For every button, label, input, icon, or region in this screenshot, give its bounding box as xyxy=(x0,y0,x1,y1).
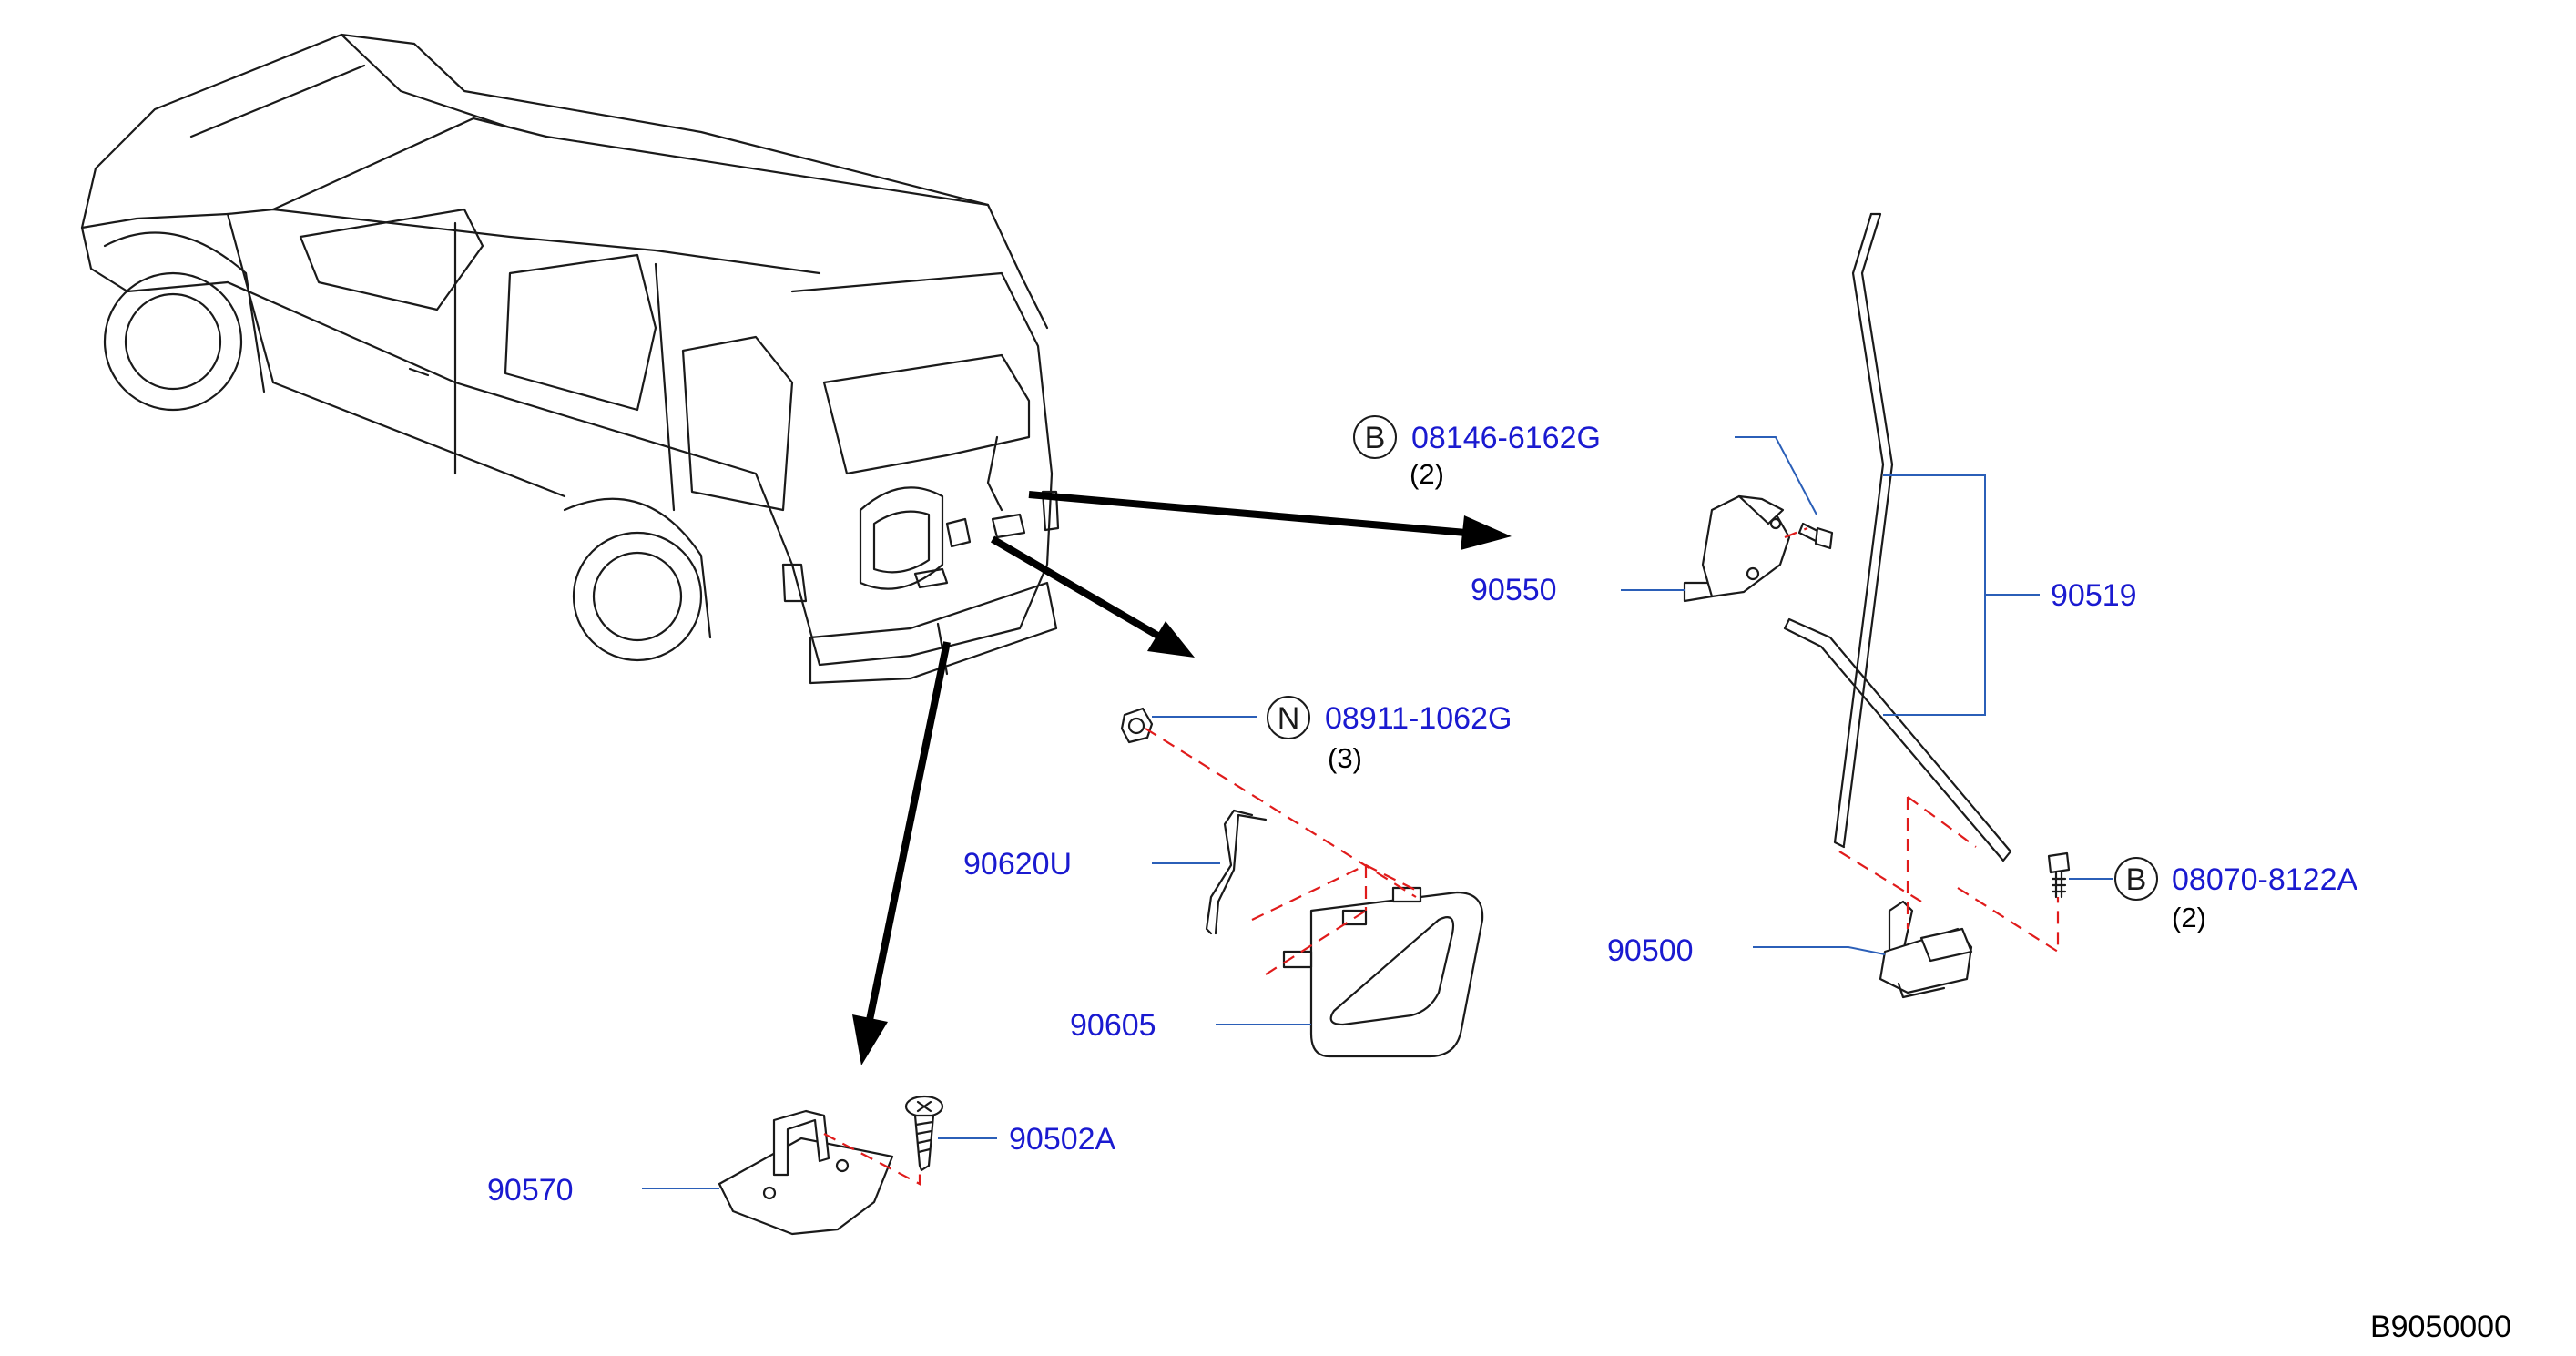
dash-latch-bolt xyxy=(1784,526,1808,539)
quantity-08146: (2) xyxy=(1410,458,1444,490)
bolt-08146 xyxy=(1797,522,1834,550)
nut-08911 xyxy=(1120,707,1154,744)
part-number-90519[interactable]: 90519 xyxy=(2051,578,2137,613)
lock-rods xyxy=(1783,212,2012,862)
label-08911[interactable]: N 08911-1062G (3) xyxy=(1267,696,1512,774)
label-08070[interactable]: B 08070-8122A (2) xyxy=(2114,857,2358,933)
label-08146[interactable]: B 08146-6162G (2) xyxy=(1353,415,1601,490)
callout-letter-b-08146: B xyxy=(1365,421,1386,455)
arrow-to-striker xyxy=(866,641,951,1021)
dash-actuator-rods xyxy=(1838,796,2060,954)
part-number-90500[interactable]: 90500 xyxy=(1607,933,1694,968)
bolt-08070 xyxy=(2047,851,2071,899)
figure-code: B9050000 xyxy=(2370,1310,2511,1344)
part-number-90620U[interactable]: 90620U xyxy=(963,847,1072,882)
callout-circle-n-08911 xyxy=(1267,696,1310,739)
dash-striker-screw xyxy=(823,1133,921,1186)
vehicle-outline xyxy=(80,33,1060,685)
dash-handle-frame xyxy=(1251,863,1421,975)
part-number-08911[interactable]: 08911-1062G xyxy=(1325,701,1512,736)
part-number-90550[interactable]: 90550 xyxy=(1471,573,1557,607)
leader-90519 xyxy=(1883,474,2040,716)
callout-arrows xyxy=(852,491,1512,1065)
latch-bracket-90550 xyxy=(1683,494,1791,603)
dash-nut-handle xyxy=(1145,728,1417,898)
arrow-to-latch xyxy=(1028,491,1467,536)
outside-handle-90605 xyxy=(1282,886,1484,1058)
screw-90502A xyxy=(904,1095,944,1172)
callout-letter-n-08911: N xyxy=(1278,701,1300,736)
quantity-08911: (3) xyxy=(1328,742,1362,774)
assembly-lines xyxy=(823,526,2060,1186)
part-number-90570[interactable]: 90570 xyxy=(487,1173,574,1208)
arrowhead-striker xyxy=(852,1014,888,1065)
leader-90500 xyxy=(1753,946,1886,955)
part-number-08070[interactable]: 08070-8122A xyxy=(2172,862,2358,897)
callout-letter-b-08070: B xyxy=(2126,862,2147,897)
lock-actuator-90500 xyxy=(1879,900,1973,999)
callout-circle-b-08146 xyxy=(1353,415,1397,459)
arrow-to-handle xyxy=(990,535,1164,641)
striker-90570 xyxy=(718,1109,894,1236)
part-number-08146[interactable]: 08146-6162G xyxy=(1411,421,1601,455)
part-number-90502A[interactable]: 90502A xyxy=(1009,1122,1116,1157)
leader-lines xyxy=(642,436,2113,1189)
arrowhead-handle xyxy=(1147,621,1195,658)
leader-08146 xyxy=(1735,436,1817,515)
rod-90620U xyxy=(1205,809,1268,935)
quantity-08070: (2) xyxy=(2172,902,2206,933)
part-number-90605[interactable]: 90605 xyxy=(1070,1008,1156,1043)
arrowhead-latch xyxy=(1461,515,1512,550)
callout-circle-b-08070 xyxy=(2114,857,2158,901)
